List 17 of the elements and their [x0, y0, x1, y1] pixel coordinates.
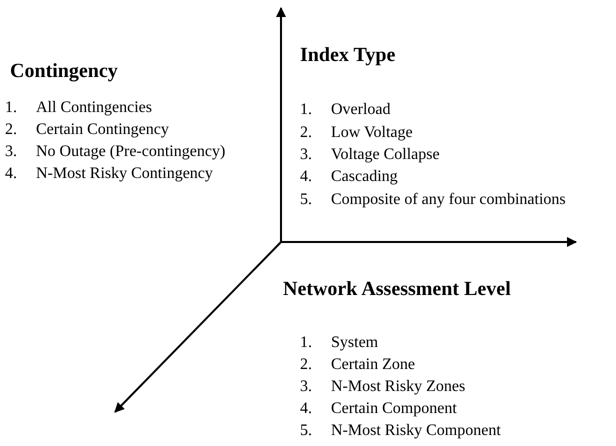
- list-item: 1. Overload: [300, 101, 391, 119]
- axis-heading: Index Type: [300, 44, 396, 67]
- list-item: 2. Certain Contingency: [5, 121, 169, 139]
- list-item: 4. Certain Component: [300, 400, 457, 418]
- list-item: 4. Cascading: [300, 168, 398, 186]
- list-item: 3. Voltage Collapse: [300, 146, 440, 164]
- axis-heading: Contingency: [10, 60, 118, 83]
- list-item: 1. System: [300, 334, 378, 352]
- list-item: 4. N-Most Risky Contingency: [5, 165, 213, 183]
- list-item: 3. N-Most Risky Zones: [300, 378, 466, 396]
- list-item: 5. N-Most Risky Component: [300, 422, 501, 440]
- list-item: 2. Certain Zone: [300, 356, 415, 374]
- axis-heading: Network Assessment Level: [283, 278, 511, 301]
- list-item: 3. No Outage (Pre-contingency): [5, 143, 226, 161]
- list-item: 5. Composite of any four combinations: [300, 191, 566, 209]
- list-item: 2. Low Voltage: [300, 124, 413, 142]
- list-item: 1. All Contingencies: [5, 99, 152, 117]
